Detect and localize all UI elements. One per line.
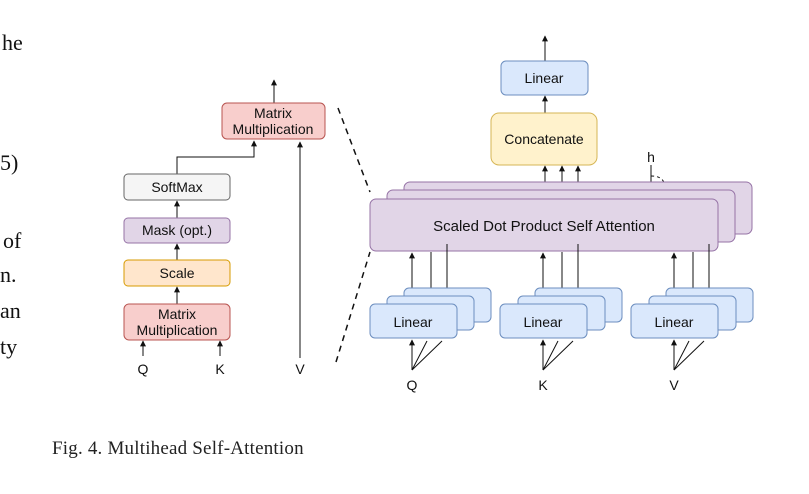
linear-out-box: Linear [500,60,589,96]
body-text-fragment: of [3,228,22,253]
linear-k-stack: Linear [499,287,623,339]
sdpa-input-v: V [295,361,305,377]
matmul-bottom-box: Matrix Multiplication [123,303,231,341]
body-text-fragment: an [0,298,21,323]
matmul-bottom-label-1: Matrix [158,306,196,322]
body-text-fragment: ty [0,334,18,359]
linear-v-stack: Linear [630,287,754,339]
linear-q-stack: Linear [369,287,492,339]
matmul-top-box: Matrix Multiplication [221,102,326,140]
concat-label: Concatenate [504,131,584,147]
zoom-lines [335,107,371,363]
scale-label: Scale [159,265,194,281]
scale-box: Scale [123,259,231,287]
linear-out-label: Linear [525,70,564,86]
softmax-label: SoftMax [151,179,202,195]
sdpa-input-q: Q [138,361,149,377]
linear-v-label: Linear [655,314,694,330]
body-text-fragment: 5) [0,150,19,175]
sdpa-diagram [140,79,303,358]
softmax-box: SoftMax [123,173,231,201]
mhsa-input-v: V [669,377,679,393]
body-text-fragment: he [2,30,23,55]
attention-stack: Scaled Dot Product Self Attention [369,181,753,252]
linear-k-label: Linear [524,314,563,330]
matmul-bottom-label-2: Multiplication [137,322,218,338]
matmul-top-label-1: Matrix [254,105,292,121]
mask-label: Mask (opt.) [142,222,212,238]
concat-box: Concatenate [490,112,598,166]
linear-q-label: Linear [394,314,433,330]
attention-label: Scaled Dot Product Self Attention [433,218,655,235]
heads-label: h [647,149,655,165]
mhsa-input-q: Q [407,377,418,393]
mhsa-input-fans [409,339,705,371]
figure-caption: Fig. 4. Multihead Self-Attention [52,438,304,459]
mask-box: Mask (opt.) [123,217,231,244]
body-text-fragment: n. [0,262,17,287]
sdpa-input-k: K [215,361,225,377]
matmul-top-label-2: Multiplication [233,121,314,137]
mhsa-input-k: K [538,377,548,393]
